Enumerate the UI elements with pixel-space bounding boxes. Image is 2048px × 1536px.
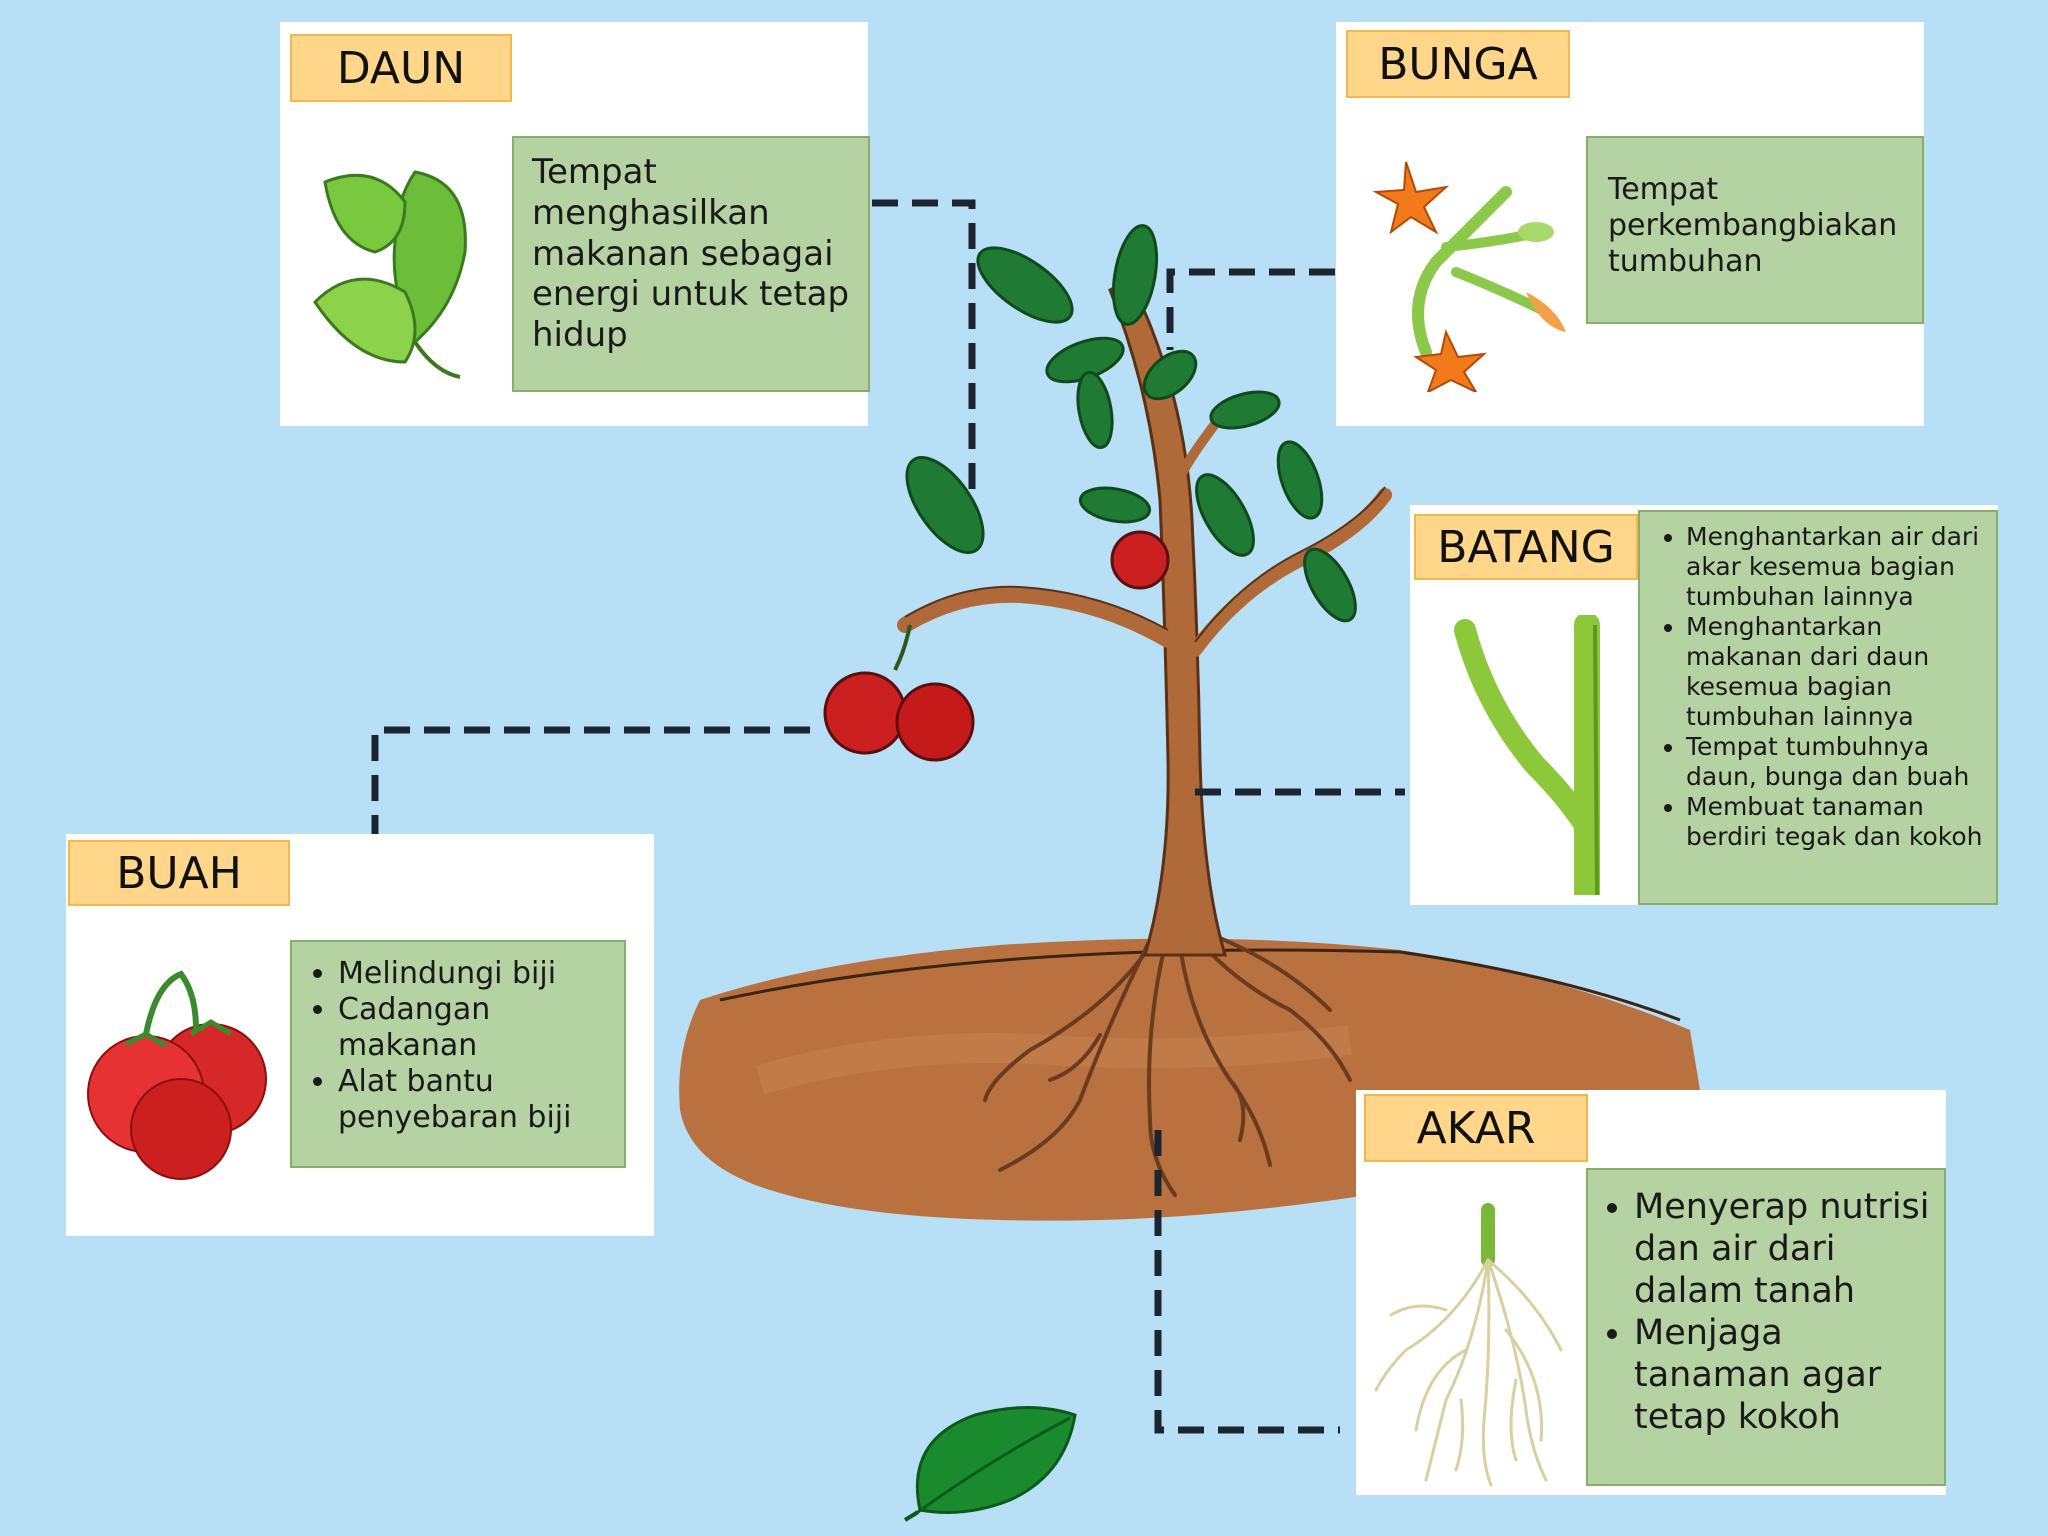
desc-buah-point: Melindungi biji (338, 956, 614, 992)
roots (983, 928, 1352, 1197)
desc-batang-list: Menghantarkan air dari akar kesemua bagi… (1640, 522, 1984, 852)
plant-leaves (905, 224, 1357, 623)
desc-daun: Tempat menghasilkan makanan sebagai ener… (512, 136, 870, 392)
desc-batang-point: Menghantarkan makanan dari daun kesemua … (1686, 612, 1984, 732)
desc-akar-point: Menyerap nutrisi dan air dari dalam tana… (1634, 1186, 1934, 1312)
connector-bunga (1166, 268, 1335, 350)
root-icon (1366, 1200, 1566, 1490)
desc-akar-point: Menjaga tanaman agar tetap kokoh (1634, 1312, 1934, 1438)
desc-batang-point: Membuat tanaman berdiri tegak dan kokoh (1686, 792, 1984, 852)
leaf-logo-icon (903, 1406, 1077, 1522)
title-daun: DAUN (290, 34, 512, 102)
connector-lines (371, 199, 1405, 1434)
flower-icon (1366, 132, 1576, 395)
desc-bunga: Tempat perkembangbiakan tumbuhan (1586, 136, 1924, 324)
connector-daun (872, 199, 976, 490)
title-buah: BUAH (68, 840, 290, 906)
desc-bunga-text: Tempat perkembangbiakan tumbuhan (1608, 172, 1898, 279)
connector-akar (1154, 1130, 1340, 1434)
title-batang: BATANG (1414, 514, 1638, 580)
leaf-icon (295, 142, 480, 392)
connector-buah (371, 726, 810, 835)
stem-icon (1445, 612, 1645, 908)
desc-buah-point: Alat bantu penyebaran biji (338, 1064, 614, 1136)
plant-fruits (823, 530, 1170, 762)
desc-akar-list: Menyerap nutrisi dan air dari dalam tana… (1588, 1186, 1934, 1438)
desc-batang: Menghantarkan air dari akar kesemua bagi… (1638, 510, 1998, 905)
tomato-icon (86, 964, 271, 1184)
desc-akar: Menyerap nutrisi dan air dari dalam tana… (1586, 1168, 1946, 1486)
desc-batang-point: Menghantarkan air dari akar kesemua bagi… (1686, 522, 1984, 612)
desc-daun-text: Tempat menghasilkan makanan sebagai ener… (532, 152, 850, 356)
desc-buah: Melindungi biji Cadangan makanan Alat ba… (290, 940, 626, 1168)
title-akar: AKAR (1364, 1094, 1588, 1162)
desc-buah-list: Melindungi biji Cadangan makanan Alat ba… (292, 956, 614, 1136)
title-bunga: BUNGA (1346, 30, 1570, 98)
desc-buah-point: Cadangan makanan (338, 992, 614, 1064)
desc-batang-point: Tempat tumbuhnya daun, bunga dan buah (1686, 732, 1984, 792)
